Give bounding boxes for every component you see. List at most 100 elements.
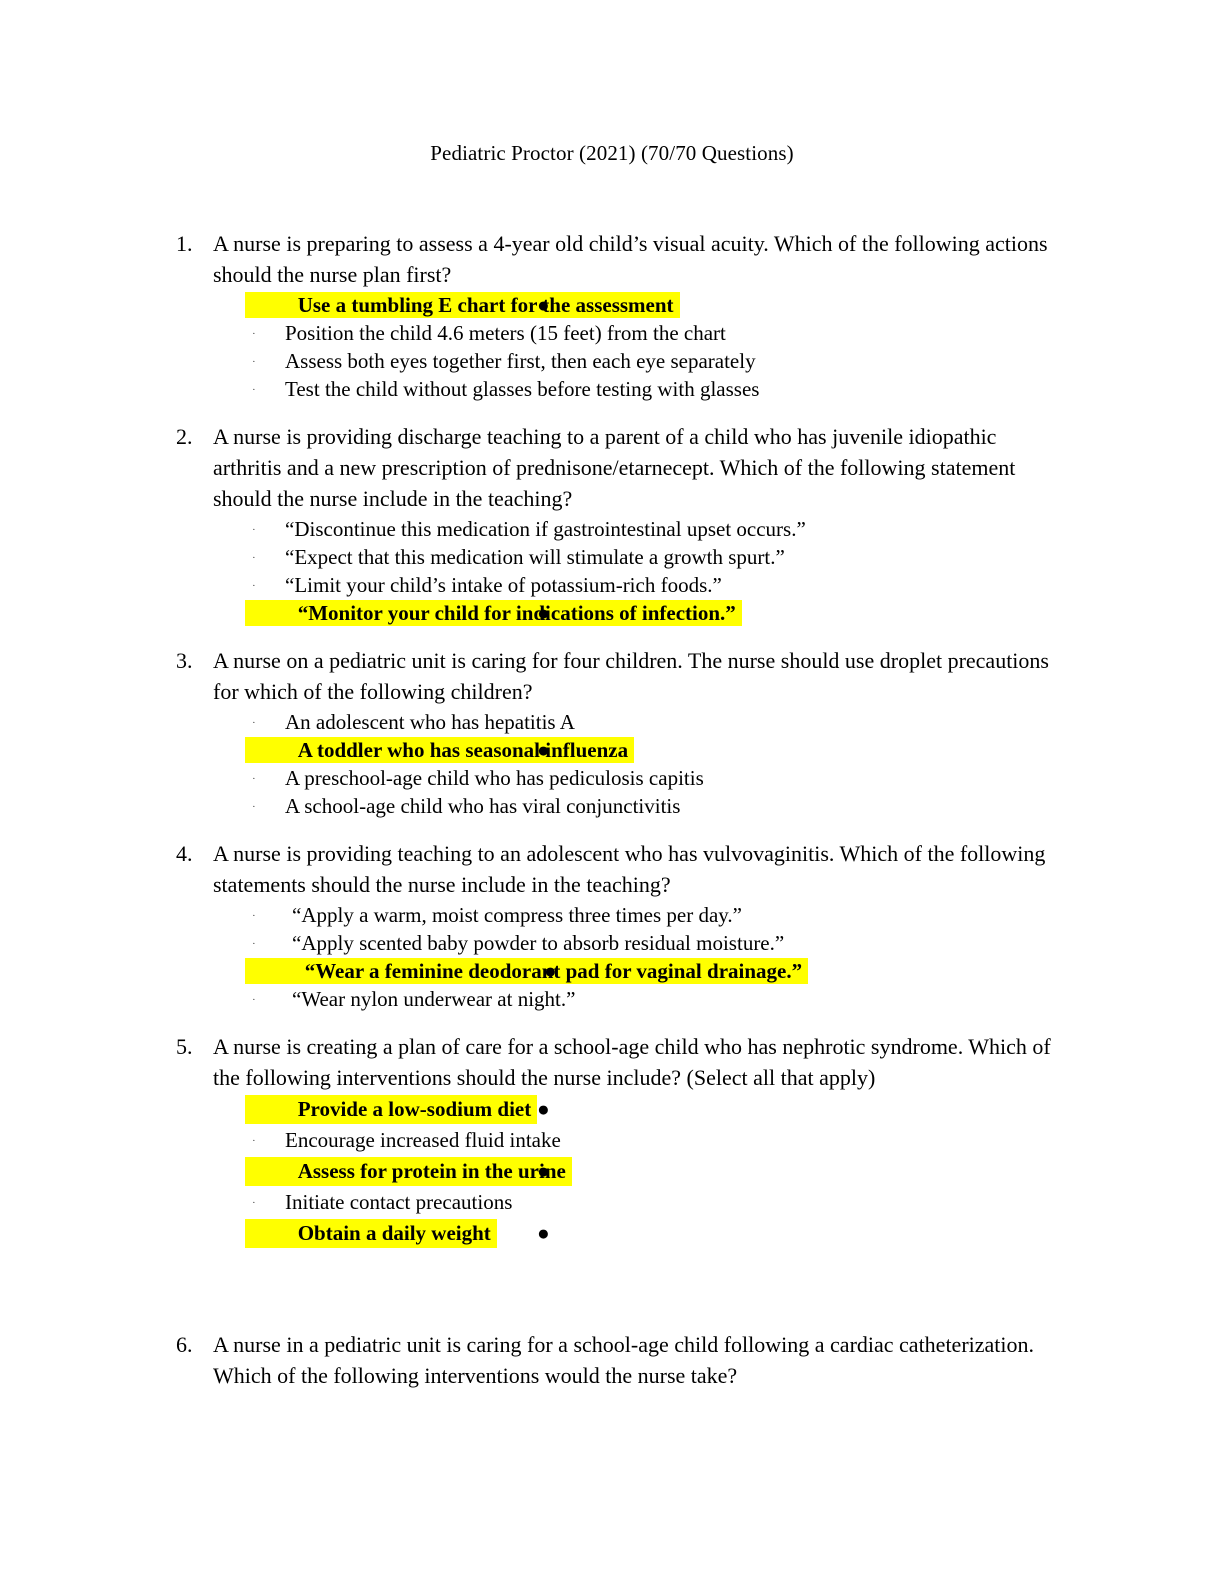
answer-option-highlighted[interactable]: ●Use a tumbling E chart for the assessme…: [0, 291, 1224, 319]
bullet-dot-icon: ·: [252, 994, 256, 1006]
bullet-filled-icon: ●: [537, 601, 550, 625]
answer-option[interactable]: · Initiate contact precautions: [0, 1187, 1224, 1218]
section-spacer: [0, 1267, 1224, 1329]
answer-option-highlighted[interactable]: ●Provide a low-sodium diet: [0, 1094, 1224, 1125]
answer-option-text: A toddler who has seasonal influenza: [297, 738, 629, 762]
question-text: A nurse is providing teaching to an adol…: [213, 841, 1046, 897]
answer-option-text: A preschool-age child who has pediculosi…: [285, 766, 704, 790]
question-block: 6. A nurse in a pediatric unit is caring …: [0, 1329, 1224, 1391]
answer-option-text: Position the child 4.6 meters (15 feet) …: [285, 321, 726, 345]
question-stem-row: 2. A nurse is providing discharge teachin…: [0, 421, 1224, 514]
answer-option-highlighted[interactable]: ● Obtain a daily weight: [0, 1218, 1224, 1249]
answer-option-list: ●Use a tumbling E chart for the assessme…: [0, 291, 1224, 403]
bullet-dot-icon: ·: [252, 384, 256, 396]
answer-option[interactable]: · “Apply a warm, moist compress three tim…: [0, 901, 1224, 929]
answer-option[interactable]: · Position the child 4.6 meters (15 feet)…: [0, 319, 1224, 347]
question-number: 2.: [176, 424, 193, 449]
bullet-dot-icon: ·: [252, 773, 256, 785]
question-text: A nurse is creating a plan of care for a…: [213, 1034, 1051, 1090]
highlight-band: [245, 958, 809, 984]
answer-option[interactable]: · Test the child without glasses before t…: [0, 375, 1224, 403]
highlight-band: [245, 1219, 497, 1248]
answer-option-text: An adolescent who has hepatitis A: [285, 710, 575, 734]
question-number: 3.: [176, 648, 193, 673]
answer-option[interactable]: ·“Expect that this medication will stimu…: [0, 543, 1224, 571]
answer-option[interactable]: · “Apply scented baby powder to absorb re…: [0, 929, 1224, 957]
question-text: A nurse in a pediatric unit is caring fo…: [213, 1332, 1035, 1388]
question-number: 5.: [176, 1034, 193, 1059]
answer-option-highlighted[interactable]: ●“Monitor your child for indications of …: [0, 599, 1224, 627]
bullet-filled-icon: ●: [537, 738, 550, 762]
answer-option-list: · “Discontinue this medication if gastroi…: [0, 515, 1224, 627]
question-stem-row: 3. A nurse on a pediatric unit is caring …: [0, 645, 1224, 707]
bullet-dot-icon: ·: [252, 356, 256, 368]
bullet-dot-icon: ·: [252, 910, 256, 922]
bullet-filled-icon: ●: [544, 959, 557, 983]
answer-option-list: ·An adolescent who has hepatitis A●A tod…: [0, 708, 1224, 820]
bullet-dot-icon: ·: [252, 938, 256, 950]
bullet-filled-icon: ●: [537, 1159, 550, 1183]
answer-option-text: Initiate contact precautions: [285, 1190, 513, 1214]
bullet-dot-icon: ·: [252, 801, 256, 813]
bullet-dot-icon: ·: [252, 580, 256, 592]
question-text: A nurse on a pediatric unit is caring fo…: [213, 648, 1049, 704]
answer-option-text: “Wear nylon underwear at night.”: [292, 987, 576, 1011]
bullet-dot-icon: ·: [252, 1197, 256, 1209]
answer-option-text: Use a tumbling E chart for the assessmen…: [297, 293, 674, 317]
answer-option-highlighted[interactable]: ●A toddler who has seasonal influenza: [0, 736, 1224, 764]
bullet-dot-icon: ·: [252, 1135, 256, 1147]
answer-option[interactable]: · “Wear nylon underwear at night.”: [0, 985, 1224, 1013]
answer-option-text: “Limit your child’s intake of potassium-…: [285, 573, 722, 597]
question-number: 6.: [176, 1332, 193, 1357]
answer-option[interactable]: · An adolescent who has hepatitis A: [0, 708, 1224, 736]
question-stem-row: 1.A nurse is preparing to assess a 4-yea…: [0, 228, 1224, 290]
bullet-dot-icon: ·: [252, 328, 256, 340]
question-block: 1.A nurse is preparing to assess a 4-yea…: [0, 228, 1224, 403]
answer-option-list: ●Provide a low-sodium diet·Encourage inc…: [0, 1094, 1224, 1249]
bullet-filled-icon: ●: [537, 1221, 550, 1245]
answer-option[interactable]: · A school-age child who has viral conjun…: [0, 792, 1224, 820]
answer-option-text: Assess for protein in the urine: [297, 1159, 566, 1183]
answer-option-text: “Wear a feminine deodorant pad for vagin…: [304, 959, 803, 983]
answer-option-text: “Apply a warm, moist compress three time…: [292, 903, 743, 927]
answer-option[interactable]: · “Discontinue this medication if gastroi…: [0, 515, 1224, 543]
answer-option-text: “Monitor your child for indications of i…: [297, 601, 736, 625]
answer-option[interactable]: · “Limit your child’s intake of potassium…: [0, 571, 1224, 599]
bullet-filled-icon: ●: [537, 293, 550, 317]
highlight-band: [245, 292, 680, 318]
question-stem-row: 6. A nurse in a pediatric unit is caring …: [0, 1329, 1224, 1391]
answer-option[interactable]: · Encourage increased fluid intake: [0, 1125, 1224, 1156]
bullet-dot-icon: ·: [252, 552, 256, 564]
answer-option-text: Encourage increased fluid intake: [285, 1128, 561, 1152]
question-stem-row: 5. A nurse is creating a plan of care for…: [0, 1031, 1224, 1093]
answer-option-text: A school-age child who has viral conjunc…: [285, 794, 681, 818]
answer-option-text: “Discontinue this medication if gastroin…: [285, 517, 806, 541]
answer-option-highlighted[interactable]: ●“Wear a feminine deodorant pad for vagi…: [0, 957, 1224, 985]
bullet-dot-icon: ·: [252, 524, 256, 536]
highlight-band: [245, 737, 635, 763]
question-block: 5. A nurse is creating a plan of care for…: [0, 1031, 1224, 1249]
answer-option-text: Test the child without glasses before te…: [285, 377, 760, 401]
question-text: A nurse is preparing to assess a 4-year …: [213, 231, 1048, 287]
answer-option-text: Provide a low-sodium diet: [297, 1097, 532, 1121]
highlight-band: [245, 600, 742, 626]
question-stem-row: 4. A nurse is providing teaching to an ad…: [0, 838, 1224, 900]
bullet-filled-icon: ●: [537, 1097, 550, 1121]
question-block: 2. A nurse is providing discharge teachin…: [0, 421, 1224, 627]
page-title: Pediatric Proctor (2021) (70/70 Question…: [430, 141, 794, 165]
answer-option-text: Obtain a daily weight: [297, 1221, 491, 1245]
answer-option[interactable]: · A preschool-age child who has pediculos…: [0, 764, 1224, 792]
answer-option[interactable]: · Assess both eyes together first, then e…: [0, 347, 1224, 375]
question-list: 1.A nurse is preparing to assess a 4-yea…: [0, 228, 1224, 1409]
question-text: A nurse is providing discharge teaching …: [213, 424, 1016, 511]
question-number: 4.: [176, 841, 193, 866]
answer-option-text: Assess both eyes together first, then ea…: [285, 349, 756, 373]
answer-option-text: “Apply scented baby powder to absorb res…: [292, 931, 785, 955]
highlight-band: [245, 1095, 538, 1124]
question-block: 3. A nurse on a pediatric unit is caring …: [0, 645, 1224, 820]
answer-option-list: · “Apply a warm, moist compress three tim…: [0, 901, 1224, 1013]
bullet-dot-icon: ·: [252, 717, 256, 729]
highlight-band: [245, 1157, 572, 1186]
answer-option-highlighted[interactable]: ●Assess for protein in the urine: [0, 1156, 1224, 1187]
